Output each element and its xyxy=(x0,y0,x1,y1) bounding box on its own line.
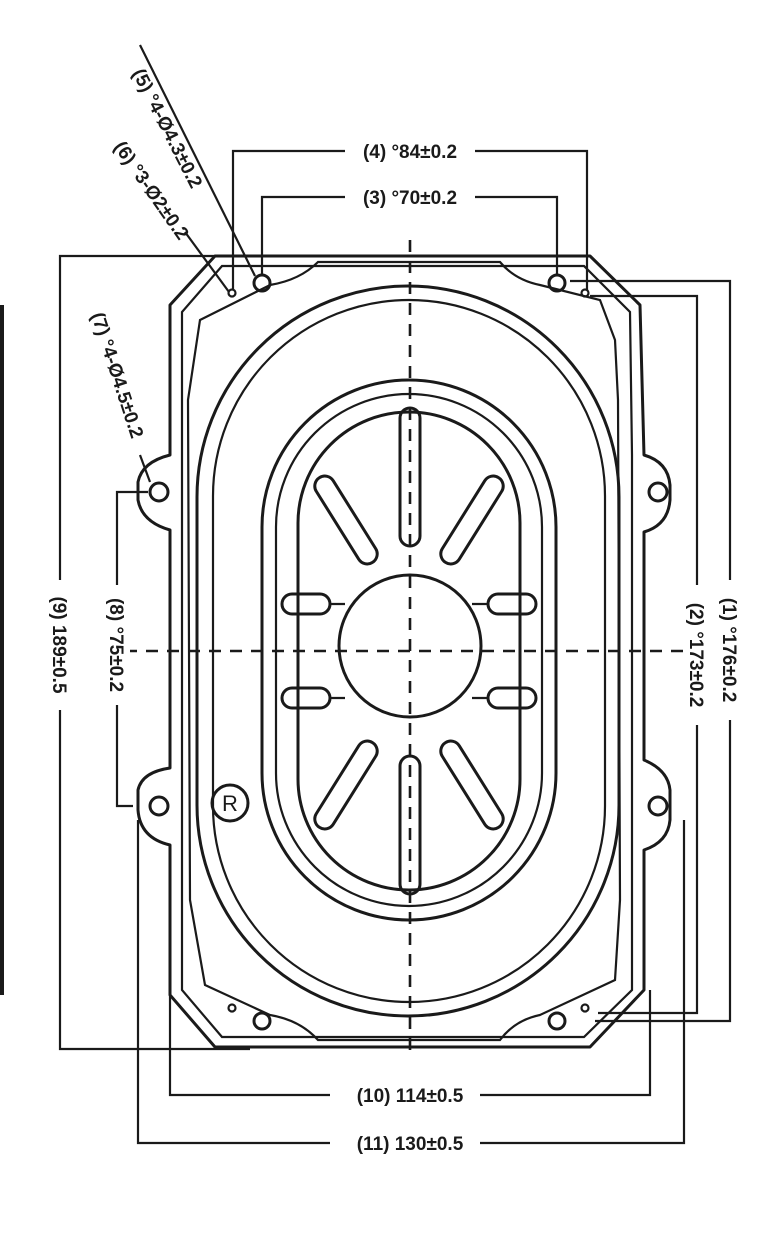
left-edge-bar xyxy=(0,305,4,995)
tab-left-bottom xyxy=(280,686,332,710)
dim-8-group: (8) °75±0.2 xyxy=(104,585,130,705)
outer-frame xyxy=(136,254,672,1049)
dim-3-label: (3) °70±0.2 xyxy=(363,188,457,209)
ear-hole-left-top xyxy=(148,481,170,503)
dim-2-label: (2) °173±0.2 xyxy=(685,603,706,708)
spoke-lower-right xyxy=(439,739,505,831)
dim-4-label: (4) °84±0.2 xyxy=(363,142,457,163)
spoke-lower-left xyxy=(313,739,379,831)
spoke-upper-right xyxy=(439,474,505,566)
tab-left-top xyxy=(280,592,332,616)
dim-1-label: (1) °176±0.2 xyxy=(718,598,739,703)
pin-bottom-right xyxy=(580,1003,590,1013)
dim-8-bg xyxy=(104,585,130,705)
dim-2-bg xyxy=(684,585,710,725)
spoke-upper-left xyxy=(313,474,379,566)
dim-11-bg xyxy=(330,1130,480,1156)
tab-links xyxy=(330,602,488,700)
ear-hole-right-bottom xyxy=(647,795,669,817)
tab-right-bottom xyxy=(486,686,538,710)
leader-6 xyxy=(184,231,230,293)
dim-1-group: (1) °176±0.2 xyxy=(717,580,743,720)
trademark-circle xyxy=(210,783,250,823)
dim-10-label: (10) 114±0.5 xyxy=(357,1086,464,1107)
dim-4-bg xyxy=(345,138,475,164)
leader-5 xyxy=(139,44,256,277)
tab-right-top xyxy=(486,592,538,616)
dim-9-line xyxy=(58,254,255,1051)
dim-9-label: (9) 189±0.5 xyxy=(48,596,69,693)
dust-cap xyxy=(337,573,483,719)
dim-9-bg xyxy=(47,580,73,710)
pin-top-left xyxy=(227,288,237,298)
dim-8-label: (8) °75±0.2 xyxy=(105,598,126,692)
dim-2-group: (2) °173±0.2 xyxy=(684,585,710,725)
dim-7-label: (7) °4-Ø4.5±0.2 xyxy=(86,310,146,441)
ear-hole-right-top xyxy=(647,481,669,503)
hole-bottom-right xyxy=(547,1011,567,1031)
pin-top-right xyxy=(580,288,590,298)
dim-9-group: (9) 189±0.5 xyxy=(47,580,73,710)
dim-11-label: (11) 130±0.5 xyxy=(357,1134,464,1155)
pin-bottom-left xyxy=(227,1003,237,1013)
hole-bottom-left xyxy=(252,1011,272,1031)
trademark-letter: R xyxy=(222,791,238,816)
dim-7-group: (7) °4-Ø4.5±0.2 xyxy=(86,310,146,441)
leader-7 xyxy=(138,454,152,483)
dim-3-bg xyxy=(345,184,475,210)
dim-10-bg xyxy=(330,1082,480,1108)
dim-1-bg xyxy=(717,580,743,720)
ear-hole-left-bottom xyxy=(148,795,170,817)
